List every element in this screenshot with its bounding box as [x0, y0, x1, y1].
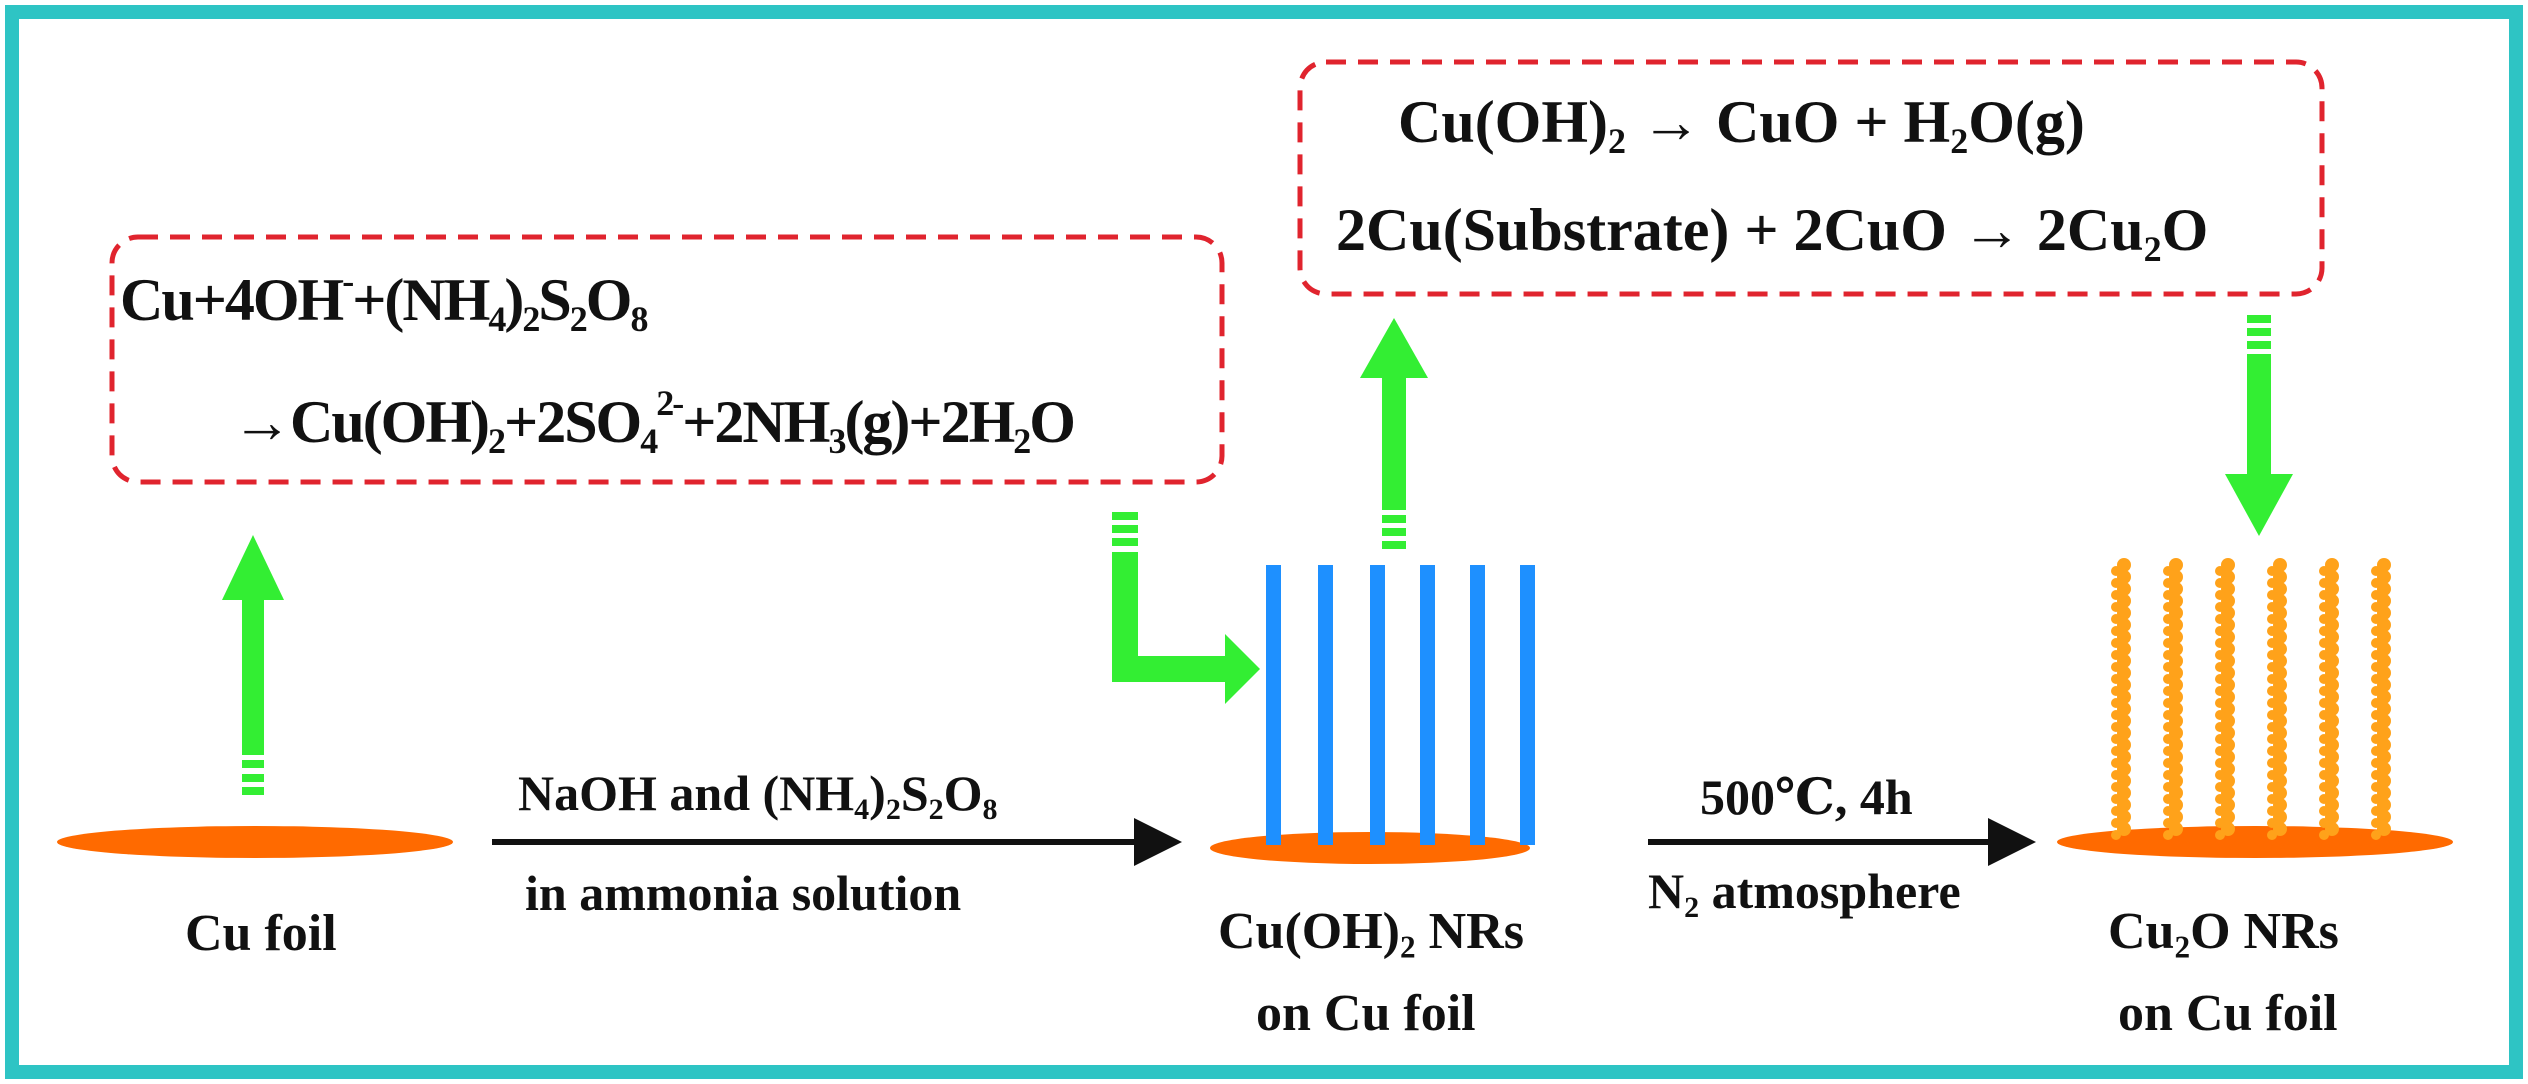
label-cuoh2-nrs: Cu(OH)2 NRs	[1218, 903, 1524, 965]
reaction2-line2: 2Cu(Substrate) + 2CuO → 2Cu2O	[1336, 197, 2209, 269]
reaction-box-1	[109, 234, 1225, 485]
green-arrow-bent	[1112, 512, 1260, 704]
cuoh2-nanorods	[1210, 565, 1535, 864]
orange-beaded-rod	[2163, 558, 2183, 840]
orange-beaded-rod	[2371, 558, 2391, 840]
step1-solvent: in ammonia solution	[525, 865, 962, 921]
cu2o-foil-disc	[2057, 826, 2453, 858]
reaction1-line2: →Cu(OH)2+2SO42-+2NH3(g)+2H2O	[232, 383, 1076, 461]
orange-beaded-rod	[2111, 558, 2131, 840]
orange-beaded-rod	[2215, 558, 2235, 840]
step2-temperature: 500℃, 4h	[1700, 769, 1913, 825]
blue-rod	[1370, 565, 1385, 845]
green-arrow-up-1	[222, 535, 284, 795]
step2-atmosphere: N2 atmosphere	[1648, 863, 1961, 924]
cu-foil-disc	[57, 826, 453, 858]
outer-frame	[5, 5, 2523, 1079]
green-arrow-up-2	[1360, 318, 1428, 549]
reaction2-line1: Cu(OH)2 → CuO + H2O(g)	[1398, 89, 2085, 161]
step1-reagents: NaOH and (NH4)2S2O8	[518, 765, 998, 826]
orange-beaded-rod	[2319, 558, 2339, 840]
cuoh2-foil-disc	[1210, 832, 1530, 864]
label-cu-foil: Cu foil	[185, 905, 337, 962]
blue-rod	[1266, 565, 1281, 845]
orange-beaded-rod	[2267, 558, 2287, 840]
blue-rod	[1420, 565, 1435, 845]
blue-rod	[1470, 565, 1485, 845]
reaction-box-2	[1297, 59, 2325, 297]
label-cu2o-on-foil: on Cu foil	[2118, 985, 2338, 1042]
blue-rod	[1520, 565, 1535, 845]
reaction1-line1: Cu+4OH-+(NH4)2S2O8	[120, 261, 648, 339]
cu2o-nanorods	[2057, 558, 2453, 858]
green-arrow-down	[2225, 315, 2293, 536]
label-cu2o-nrs: Cu2O NRs	[2108, 903, 2339, 965]
blue-rod	[1318, 565, 1333, 845]
label-cuoh2-on-foil: on Cu foil	[1256, 985, 1476, 1042]
